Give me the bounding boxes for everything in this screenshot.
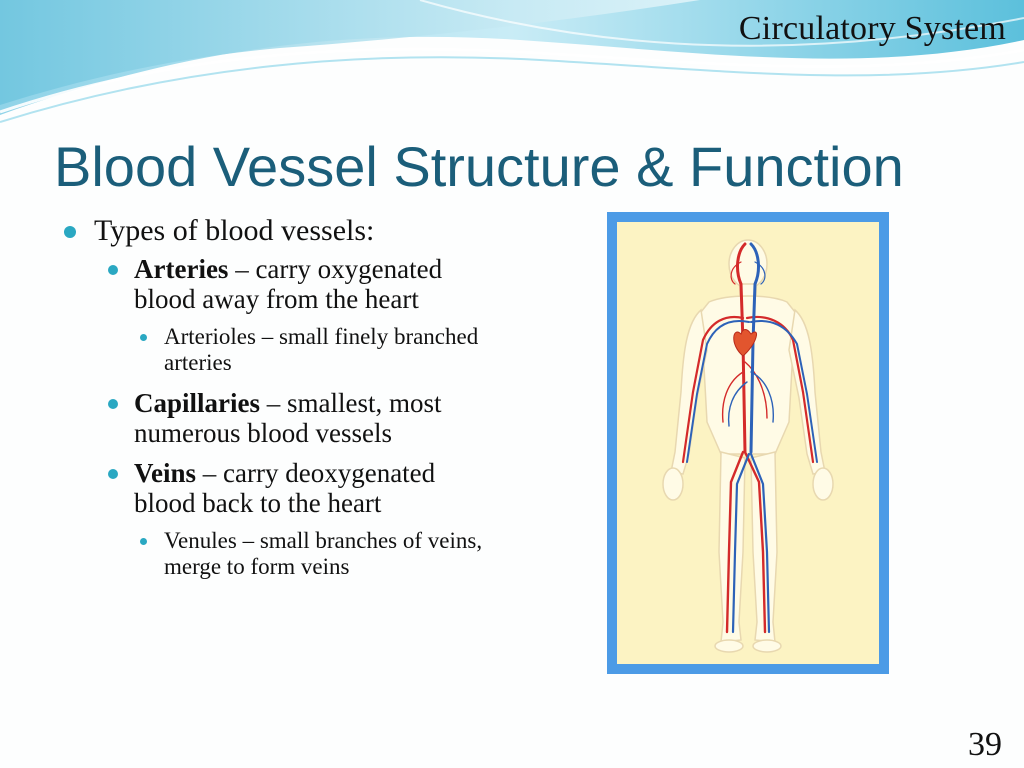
- venules-description: Venules – small branches of veins, merge…: [164, 528, 483, 579]
- term-arteries: Arteries: [134, 254, 229, 284]
- heart-icon: [733, 329, 758, 357]
- page-number: 39: [968, 726, 1002, 763]
- bullet-dot-icon: [108, 469, 118, 479]
- bullet-dot-icon: [140, 334, 147, 341]
- bullet-dot-icon: [140, 538, 147, 545]
- circulatory-system-image: [607, 212, 889, 674]
- bullet-veins: Veins – carry deoxygenated blood back to…: [62, 458, 502, 518]
- image-background: [617, 222, 879, 664]
- bullet-arteries: Arteries – carry oxygenated blood away f…: [62, 254, 502, 314]
- header-wave-decoration: [0, 0, 1024, 123]
- slide-title: Blood Vessel Structure & Function: [54, 135, 904, 198]
- section-header-title: Circulatory System: [738, 10, 1006, 47]
- bullet-dot-icon: [64, 226, 76, 238]
- bullet-text: Types of blood vessels:: [94, 214, 375, 247]
- bullet-arterioles: Arterioles – small finely branched arter…: [62, 324, 502, 376]
- arterioles-description: Arterioles – small finely branched arter…: [164, 324, 479, 375]
- veins-network: [686, 242, 818, 634]
- human-body-illustration: [662, 239, 834, 653]
- bullet-dot-icon: [108, 265, 118, 275]
- capillaries-description: – smallest, most numerous blood vessels: [134, 388, 442, 448]
- term-veins: Veins: [134, 458, 197, 488]
- bullet-dot-icon: [108, 399, 118, 409]
- veins-description: – carry deoxygenated blood back to the h…: [134, 458, 436, 518]
- bullet-venules: Venules – small branches of veins, merge…: [62, 528, 502, 580]
- term-capillaries: Capillaries: [134, 388, 260, 418]
- bullet-types: Types of blood vessels:: [62, 214, 502, 248]
- arteries-description: – carry oxygenated blood away from the h…: [134, 254, 443, 314]
- bullet-capillaries: Capillaries – smallest, most numerous bl…: [62, 388, 502, 448]
- bullet-list: Types of blood vessels: Arteries – carry…: [62, 214, 502, 580]
